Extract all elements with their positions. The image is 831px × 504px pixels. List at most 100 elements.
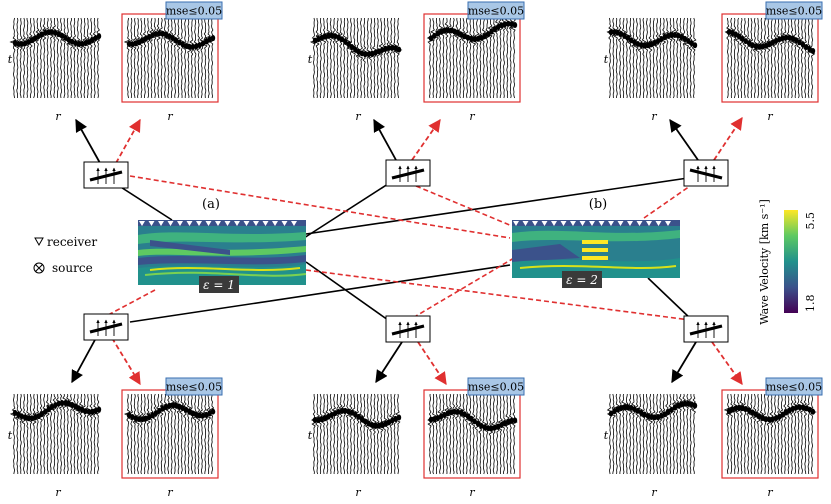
epsilon-label-b: ε = 2: [566, 273, 598, 287]
axis-label-t: t: [8, 53, 13, 66]
panel-label-a: (a): [202, 197, 220, 212]
axis-label-r: r: [469, 110, 475, 123]
receiver-marker: [570, 221, 576, 226]
axis-label-t: t: [604, 429, 609, 442]
velocity-model-a: ε = 1: [138, 220, 307, 293]
receiver-marker: [243, 221, 250, 226]
axis-label-t: t: [308, 429, 313, 442]
prediction-arrow: [115, 118, 141, 164]
axis-label-t: t: [8, 429, 13, 442]
mse-badge: [165, 1, 223, 20]
predicted-seismogram: [121, 389, 219, 479]
operator-box: [83, 313, 129, 341]
axis-label-r: r: [167, 486, 173, 499]
receiver-icon: [34, 237, 44, 247]
legend-receiver: receiver: [47, 235, 97, 249]
mse-label: mse≤0.05: [766, 381, 822, 394]
receiver-marker: [579, 221, 586, 226]
receiver-marker: [148, 221, 155, 226]
operator-box: [385, 159, 431, 187]
axis-label-r: r: [55, 486, 61, 499]
receiver-marker: [636, 221, 643, 226]
connection-line-dashed: [305, 269, 691, 321]
connection-line: [305, 177, 689, 235]
connection-line: [129, 264, 511, 323]
operator-box: [385, 315, 431, 343]
prediction-arrow: [417, 341, 447, 386]
operator-box: [683, 315, 729, 343]
connection-line-dashed: [129, 175, 511, 239]
mse-label: mse≤0.05: [468, 381, 524, 394]
receiver-marker: [224, 221, 231, 226]
connection-line-dashed: [415, 185, 513, 227]
source-icon: [33, 262, 45, 274]
receiver-marker: [167, 221, 174, 226]
predicted-seismogram: [721, 13, 819, 103]
receiver-marker: [215, 221, 221, 226]
receiver-marker: [196, 221, 202, 226]
simulated-seismogram: [606, 17, 698, 99]
axis-label-r: r: [55, 110, 61, 123]
receiver-marker: [655, 221, 662, 226]
receiver-marker: [522, 221, 529, 226]
legend: receiver source: [33, 235, 97, 275]
connection-line: [647, 277, 693, 321]
simulation-arrow: [375, 341, 403, 384]
receiver-marker: [186, 221, 193, 226]
operator-box: [683, 159, 729, 187]
colorbar-max: 5.5: [804, 212, 817, 230]
connection-lines: [71, 116, 743, 386]
receiver-markers-a: [139, 221, 297, 226]
seismogram-panels: t r r mse≤0.05 t r r mse≤0.05 t r r mse≤0.05 t r r mse≤…: [8, 1, 823, 499]
prediction-arrow: [111, 337, 141, 386]
colorbar: 5.5 1.8 Wave Velocity [km s⁻¹]: [758, 199, 817, 325]
connection-line: [115, 183, 173, 221]
axis-label-r: r: [767, 110, 773, 123]
connection-line: [305, 261, 389, 321]
simulated-seismogram: [9, 393, 102, 475]
receiver-marker: [158, 221, 164, 226]
mse-badge: [467, 1, 525, 20]
receiver-marker: [139, 221, 145, 226]
axis-label-r: r: [651, 110, 657, 123]
mse-label: mse≤0.05: [166, 5, 222, 18]
axis-label-r: r: [167, 110, 173, 123]
axis-label-r: r: [469, 486, 475, 499]
prediction-arrow: [411, 118, 441, 161]
simulation-arrow: [71, 337, 97, 384]
simulation-arrow: [669, 118, 699, 161]
mse-badge: [765, 377, 823, 396]
operator-box: [83, 161, 129, 189]
predicted-seismogram: [721, 389, 819, 479]
simulated-seismogram: [606, 393, 698, 475]
simulated-seismogram: [9, 17, 102, 99]
mse-label: mse≤0.05: [766, 5, 822, 18]
colorbar-gradient: [784, 210, 798, 313]
receiver-marker: [291, 221, 297, 226]
receiver-marker: [281, 221, 288, 226]
simulation-arrow: [75, 118, 101, 164]
axis-label-t: t: [604, 53, 609, 66]
velocity-model-b: ε = 2: [512, 220, 680, 288]
receiver-marker: [541, 221, 548, 226]
axis-label-r: r: [767, 486, 773, 499]
receiver-marker: [253, 221, 259, 226]
axis-label-t: t: [308, 53, 313, 66]
colorbar-label: Wave Velocity [km s⁻¹]: [758, 199, 771, 325]
connection-line-dashed: [415, 257, 515, 317]
prediction-arrow: [713, 116, 743, 161]
simulation-arrow: [671, 341, 697, 384]
receiver-marker: [608, 221, 614, 226]
receiver-marker: [589, 221, 595, 226]
operator-boxes: [83, 159, 729, 343]
predicted-seismogram: [121, 13, 219, 103]
axis-label-r: r: [355, 486, 361, 499]
prediction-arrow: [711, 341, 743, 386]
receiver-marker: [617, 221, 624, 226]
receiver-marker: [532, 221, 538, 226]
epsilon-label-a: ε = 1: [203, 278, 235, 292]
axis-label-r: r: [651, 486, 657, 499]
receiver-marker: [551, 221, 557, 226]
legend-source: source: [52, 261, 93, 275]
receiver-marker: [513, 221, 519, 226]
